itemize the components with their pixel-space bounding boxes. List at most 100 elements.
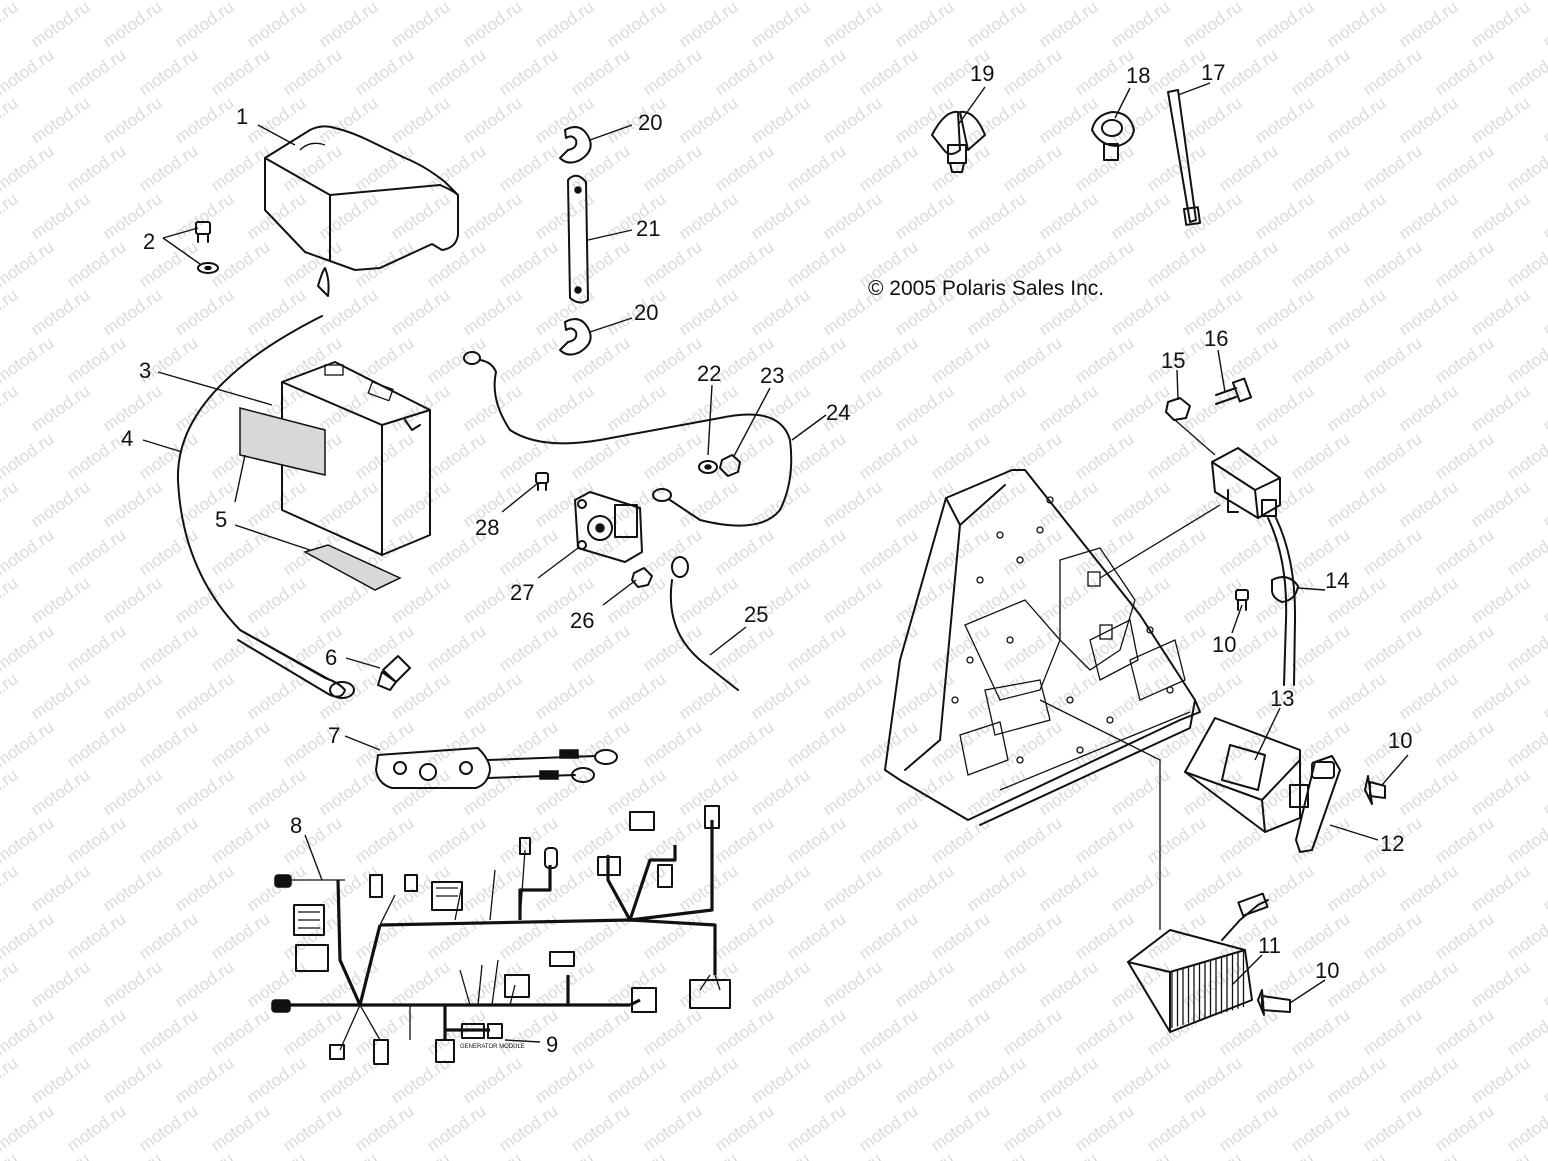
nut-15 [1165, 397, 1191, 421]
watermark-text: motod.ru [603, 573, 669, 627]
watermark-text: motod.ru [1143, 909, 1209, 963]
clip-20-bottom [559, 318, 592, 356]
watermark-text: motod.ru [855, 525, 921, 579]
watermark-text: motod.ru [603, 381, 669, 435]
watermark-text: motod.ru [243, 1149, 309, 1161]
watermark-text: motod.ru [567, 813, 633, 867]
watermark-text: motod.ru [1431, 909, 1497, 963]
watermark-text: motod.ru [495, 333, 561, 387]
watermark-text: motod.ru [99, 189, 165, 243]
watermark-text: motod.ru [891, 861, 957, 915]
watermark-text: motod.ru [819, 861, 885, 915]
watermark-text: motod.ru [855, 1005, 921, 1059]
watermark-text: motod.ru [171, 669, 237, 723]
watermark-text: motod.ru [603, 1149, 669, 1161]
watermark-text: motod.ru [1503, 237, 1548, 291]
watermark-text: motod.ru [1035, 573, 1101, 627]
watermark-text: motod.ru [27, 573, 93, 627]
watermark-text: motod.ru [423, 909, 489, 963]
watermark-text: motod.ru [423, 813, 489, 867]
washer-22 [698, 460, 718, 474]
watermark-text: motod.ru [1539, 285, 1548, 339]
watermark-text: motod.ru [855, 429, 921, 483]
watermark-text: motod.ru [1323, 1053, 1389, 1107]
watermark-text: motod.ru [99, 285, 165, 339]
watermark-text: motod.ru [387, 573, 453, 627]
watermark-text: motod.ru [1395, 285, 1461, 339]
watermark-text: motod.ru [1251, 1053, 1317, 1107]
callout-8: 8 [290, 813, 302, 838]
watermark-text: motod.ru [135, 429, 201, 483]
watermark-text: motod.ru [891, 189, 957, 243]
watermark-text: motod.ru [1287, 429, 1353, 483]
watermark-text: motod.ru [963, 573, 1029, 627]
watermark-text: motod.ru [1107, 381, 1173, 435]
watermark-text: motod.ru [315, 1053, 381, 1107]
watermark-text: motod.ru [1287, 813, 1353, 867]
watermark-text: motod.ru [639, 1101, 705, 1155]
watermark-text: motod.ru [747, 669, 813, 723]
watermark-text: motod.ru [243, 285, 309, 339]
watermark-text: motod.ru [855, 1101, 921, 1155]
watermark-text: motod.ru [639, 1005, 705, 1059]
watermark-text: motod.ru [387, 189, 453, 243]
watermark-text: motod.ru [1287, 45, 1353, 99]
callout-16: 16 [1204, 326, 1228, 351]
watermark-text: motod.ru [279, 1005, 345, 1059]
watermark-text: motod.ru [855, 333, 921, 387]
bolt-10-c [1257, 989, 1291, 1016]
callout-18: 18 [1126, 63, 1150, 88]
watermark-text: motod.ru [387, 93, 453, 147]
watermark-text: motod.ru [63, 1005, 129, 1059]
watermark-text: motod.ru [1143, 237, 1209, 291]
cable-24 [463, 351, 793, 527]
watermark-text: motod.ru [531, 477, 597, 531]
watermark-text: motod.ru [1107, 573, 1173, 627]
watermark-text: motod.ru [1431, 237, 1497, 291]
watermark-text: motod.ru [351, 429, 417, 483]
callout-10-a: 10 [1212, 632, 1236, 657]
watermark-text: motod.ru [927, 813, 993, 867]
watermark-text: motod.ru [675, 93, 741, 147]
watermark-text: motod.ru [675, 861, 741, 915]
watermark-text: motod.ru [0, 1053, 21, 1107]
watermark-text: motod.ru [963, 669, 1029, 723]
watermark-text: motod.ru [1287, 1101, 1353, 1155]
watermark-text: motod.ru [1359, 1101, 1425, 1155]
watermark-text: motod.ru [531, 93, 597, 147]
watermark-text: motod.ru [711, 525, 777, 579]
watermark-text: motod.ru [27, 0, 93, 51]
watermark-text: motod.ru [0, 813, 57, 867]
bolt-10-b [1364, 775, 1386, 805]
watermark-text: motod.ru [0, 381, 21, 435]
watermark-text: motod.ru [1503, 1101, 1548, 1155]
watermark-text: motod.ru [495, 237, 561, 291]
watermark-text: motod.ru [1215, 525, 1281, 579]
watermark-text: motod.ru [171, 1149, 237, 1161]
watermark-text: motod.ru [1215, 1005, 1281, 1059]
watermark-text: motod.ru [63, 237, 129, 291]
watermark-text: motod.ru [963, 381, 1029, 435]
watermark-text: motod.ru [459, 189, 525, 243]
watermark-text: motod.ru [1467, 765, 1533, 819]
watermark-text: motod.ru [1251, 93, 1317, 147]
watermark-text: motod.ru [531, 0, 597, 51]
watermark-text: motod.ru [1431, 429, 1497, 483]
watermark-text: motod.ru [171, 189, 237, 243]
watermark-text: motod.ru [0, 0, 21, 51]
watermark-text: motod.ru [135, 141, 201, 195]
watermark-text: motod.ru [63, 525, 129, 579]
callout-15: 15 [1161, 348, 1185, 373]
watermark-text: motod.ru [999, 909, 1065, 963]
watermark-text: motod.ru [819, 765, 885, 819]
watermark-text: motod.ru [1395, 957, 1461, 1011]
watermark-text: motod.ru [855, 141, 921, 195]
watermark-text: motod.ru [783, 237, 849, 291]
watermark-text: motod.ru [1035, 861, 1101, 915]
watermark-text: motod.ru [1467, 381, 1533, 435]
watermark-text: motod.ru [423, 1101, 489, 1155]
watermark-text: motod.ru [459, 669, 525, 723]
connector-label: GENERATOR MODULE [460, 1044, 525, 1050]
watermark-text: motod.ru [1215, 141, 1281, 195]
watermark-text: motod.ru [567, 429, 633, 483]
